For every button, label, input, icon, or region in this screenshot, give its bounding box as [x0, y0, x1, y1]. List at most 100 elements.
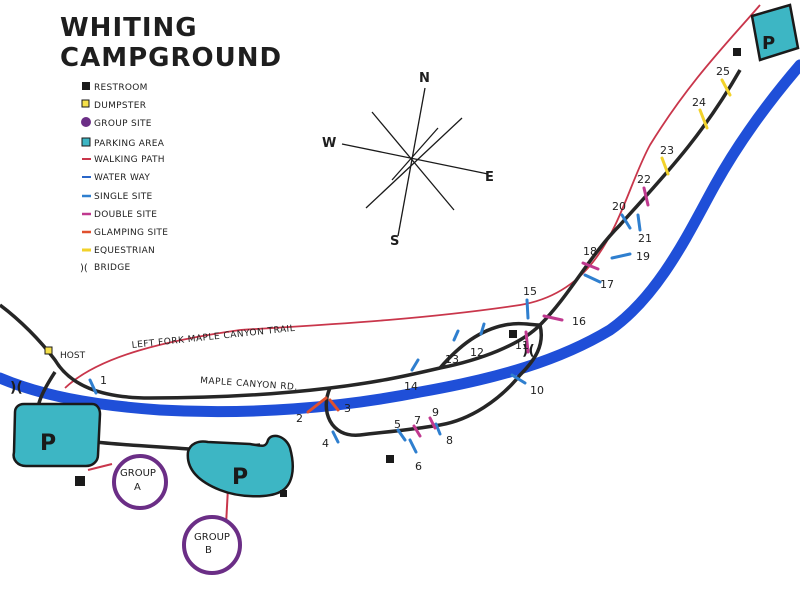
- group-b-label-line1: GROUP: [194, 532, 230, 543]
- legend-label-equestrian: EQUESTRIAN: [94, 246, 155, 256]
- site-label-6: 6: [415, 460, 422, 473]
- site-marker-19: [610, 252, 632, 260]
- site-marker-2: [306, 396, 328, 414]
- site-marker-24: [698, 108, 709, 130]
- site-marker-3: [328, 398, 340, 412]
- group-site-icon: [81, 117, 91, 127]
- site-marker-11: [524, 330, 530, 354]
- road-label: MAPLE CANYON RD.: [200, 376, 298, 393]
- restroom-icon-4: [509, 330, 517, 338]
- site-marker-4: [331, 430, 340, 444]
- site-marker-22: [642, 186, 650, 207]
- site-label-22: 22: [637, 173, 651, 186]
- site-marker-21: [636, 213, 642, 232]
- site-label-10: 10: [530, 384, 544, 397]
- site-label-9: 9: [432, 406, 439, 419]
- site-label-25: 25: [716, 65, 730, 78]
- site-marker-18: [581, 261, 600, 271]
- site-marker-1: [88, 378, 98, 395]
- map-title-line1: WHITING: [60, 13, 198, 43]
- site-marker-16: [542, 314, 564, 322]
- legend-label-restroom: RESTROOM: [94, 83, 148, 93]
- site-marker-15: [525, 298, 530, 320]
- legend-label-bridge: BRIDGE: [94, 263, 130, 273]
- host-label: HOST: [60, 351, 86, 361]
- site-label-16: 16: [572, 315, 586, 328]
- site-marker-13: [452, 329, 460, 342]
- site-marker-10: [510, 373, 527, 385]
- compass-south-label: S: [390, 234, 399, 249]
- site-label-2: 2: [296, 412, 303, 425]
- site-markers: [88, 78, 732, 454]
- legend-label-glamping-site: GLAMPING SITE: [94, 228, 168, 238]
- site-label-24: 24: [692, 96, 706, 109]
- parking-area-3: [750, 3, 800, 62]
- site-label-21: 21: [638, 232, 652, 245]
- compass-west-label: W: [322, 136, 336, 151]
- legend: RESTROOM DUMPSTER GROUP SITE PARKING ARE…: [80, 82, 168, 274]
- site-label-23: 23: [660, 144, 674, 157]
- bridge-icon-1: )(: [10, 380, 23, 396]
- legend-label-dumpster: DUMPSTER: [94, 101, 146, 111]
- site-marker-23: [660, 156, 670, 176]
- legend-label-walking-path: WALKING PATH: [94, 155, 165, 165]
- site-label-8: 8: [446, 434, 453, 447]
- compass-rose: [341, 87, 489, 237]
- group-a-label-line1: GROUP: [120, 468, 156, 479]
- restroom-icon-5: [733, 48, 741, 56]
- parking-area-1: [12, 402, 102, 468]
- legend-label-single-site: SINGLE SITE: [94, 192, 153, 202]
- legend-label-parking-area: PARKING AREA: [94, 139, 165, 149]
- site-label-13: 13: [445, 353, 459, 366]
- site-marker-8: [434, 422, 442, 436]
- site-marker-14: [410, 358, 420, 372]
- group-a-label-line2: A: [134, 482, 141, 493]
- compass-north-label: N: [419, 71, 430, 86]
- legend-label-water-way: WATER WAY: [94, 173, 150, 183]
- site-label-18: 18: [583, 245, 597, 258]
- site-label-12: 12: [470, 346, 484, 359]
- bridge-icon: )(: [80, 263, 88, 274]
- site-label-1: 1: [100, 374, 107, 387]
- parking-label-2: P: [232, 465, 248, 490]
- restroom-icon-2: [280, 490, 287, 497]
- site-label-5: 5: [394, 418, 401, 431]
- walking-path: [64, 4, 761, 389]
- site-marker-12: [479, 322, 486, 336]
- site-label-19: 19: [636, 250, 650, 263]
- group-site-b: [182, 515, 242, 575]
- parking-label-1: P: [40, 431, 56, 456]
- site-label-20: 20: [612, 200, 626, 213]
- dumpster-icon: [81, 99, 90, 108]
- river: [0, 59, 800, 418]
- site-marker-7: [412, 424, 422, 438]
- site-label-7: 7: [414, 414, 421, 427]
- site-label-4: 4: [322, 437, 329, 450]
- site-marker-9: [428, 416, 437, 430]
- walking-path-group-a: [87, 463, 113, 471]
- parking-area-2: [186, 434, 294, 498]
- trail-label: LEFT FORK MAPLE CANYON TRAIL: [131, 324, 295, 351]
- site-marker-20: [620, 213, 632, 230]
- site-marker-5: [396, 428, 407, 442]
- site-label-11: 11: [515, 339, 529, 352]
- dumpster-icon-host: [44, 346, 53, 355]
- site-marker-17: [583, 273, 602, 284]
- legend-label-double-site: DOUBLE SITE: [94, 210, 157, 220]
- site-label-15: 15: [523, 285, 537, 298]
- restroom-icon-1: [75, 476, 85, 486]
- compass-east-label: E: [485, 170, 494, 185]
- group-site-a: [112, 454, 168, 510]
- site-marker-25: [720, 78, 732, 97]
- site-marker-6: [408, 438, 418, 454]
- maple-canyon-road: [0, 69, 742, 400]
- restroom-icon-3: [386, 455, 394, 463]
- site-label-3: 3: [344, 402, 351, 415]
- site-label-17: 17: [600, 278, 614, 291]
- legend-label-group-site: GROUP SITE: [94, 119, 152, 129]
- site-label-14: 14: [404, 380, 418, 393]
- parking-area-icon: [81, 137, 91, 147]
- loop-road-east: [324, 324, 543, 437]
